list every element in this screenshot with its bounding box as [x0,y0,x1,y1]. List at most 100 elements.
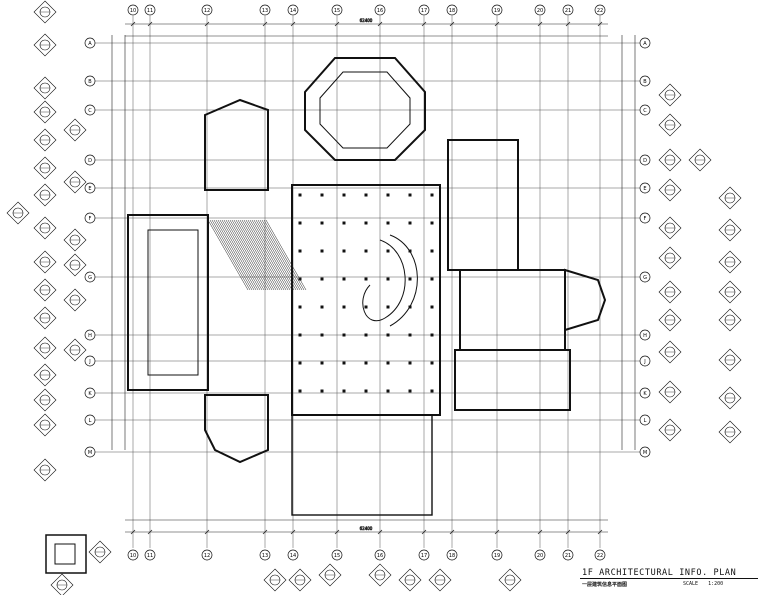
grid-bubble-col: 13 [259,4,271,16]
grid-bubble-col: 12 [201,4,213,16]
grid-bubble-row: D [84,154,96,166]
grid-bubble-col: 17 [418,549,430,561]
grid-label: D [643,158,647,164]
detail-tag [658,178,682,202]
grid-label: 10 [130,8,136,14]
grid-label: 11 [147,553,153,559]
grid-label: B [88,79,92,85]
grid-bubble-row: H [84,329,96,341]
detail-tag [33,388,57,412]
grid-bubble-row: F [84,212,96,224]
grid-bubble-col: 15 [331,549,343,561]
title-underline [580,578,758,579]
grid-label: F [644,216,647,222]
detail-tag [33,156,57,180]
grid-label: M [88,450,92,456]
grid-bubble-row: H [639,329,651,341]
detail-tags [6,0,742,595]
drawing-title: 1F ARCHITECTURAL INFO. PLAN [582,568,737,578]
grid-lines [88,16,650,548]
grid-label: 17 [421,553,427,559]
spiral-staircase [362,234,418,327]
grid-bubble-col: 20 [534,4,546,16]
grid-bubble-col: 12 [201,549,213,561]
detail-tag [718,348,742,372]
detail-tag [288,568,312,592]
detail-tag [33,306,57,330]
detail-tag [718,386,742,410]
grid-bubble-col: 19 [491,549,503,561]
grid-bubble-col: 20 [534,549,546,561]
grid-bubble-col: 21 [562,549,574,561]
grid-bubble-col: 16 [374,549,386,561]
detail-tag [718,250,742,274]
grid-label: 21 [565,553,571,559]
drawing-subtitle: 一层建筑信息平面图 [582,582,628,588]
grid-label: J [643,359,645,365]
grid-bubble-row: M [84,446,96,458]
grid-label: E [88,186,91,192]
grid-bubble-row: A [84,37,96,49]
grid-label: 13 [262,8,268,14]
grid-bubble-row: K [84,387,96,399]
grid-bubble-col: 19 [491,4,503,16]
grid-label: 18 [449,8,455,14]
grid-bubbles: 1010111112121313141415151616171718181919… [84,4,651,561]
grid-bubble-row: B [84,75,96,87]
overall-dimension: 62400 [360,18,373,23]
detail-tag [658,308,682,332]
overall-dimension-bottom: 62400 [360,526,373,531]
grid-bubble-col: 14 [287,4,299,16]
grid-label: E [643,186,646,192]
grid-label: 16 [377,553,383,559]
detail-tag [33,76,57,100]
grid-bubble-row: E [639,182,651,194]
grid-bubble-row: K [639,387,651,399]
grid-bubble-col: 17 [418,4,430,16]
detail-tag [658,380,682,404]
detail-tag [368,563,392,587]
grid-label: 13 [262,553,268,559]
grid-label: L [89,418,92,424]
grid-bubble-row: A [639,37,651,49]
grid-label: 21 [565,8,571,14]
detail-tag [658,418,682,442]
detail-tag [63,118,87,142]
grid-label: L [644,418,647,424]
grid-label: H [643,333,647,339]
detail-tag [718,218,742,242]
detail-tag [718,186,742,210]
detail-tag [263,568,287,592]
grid-bubble-col: 18 [446,549,458,561]
detail-tag [688,148,712,172]
detail-tag [658,246,682,270]
detail-tag [33,413,57,437]
grid-label: 19 [494,8,500,14]
grid-label: 22 [597,553,603,559]
grid-bubble-row: G [639,271,651,283]
grid-bubble-row: M [639,446,651,458]
detail-tag [33,183,57,207]
grid-label: 20 [537,553,543,559]
grid-label: G [643,275,647,281]
detail-tag [33,363,57,387]
grid-label: 12 [204,8,210,14]
grid-label: F [89,216,92,222]
detail-tag [50,573,74,595]
grid-label: A [88,41,92,47]
detail-tag [33,0,57,24]
detail-tag [63,253,87,277]
grid-bubble-row: B [639,75,651,87]
grid-bubble-col: 11 [144,549,156,561]
grid-label: 16 [377,8,383,14]
detail-tag [658,148,682,172]
detail-tag [498,568,522,592]
grid-label: A [643,41,647,47]
grid-label: 22 [597,8,603,14]
detail-tag [658,216,682,240]
grid-label: 10 [130,553,136,559]
grid-label: J [88,359,90,365]
grid-label: 11 [147,8,153,14]
grid-label: K [643,391,647,397]
